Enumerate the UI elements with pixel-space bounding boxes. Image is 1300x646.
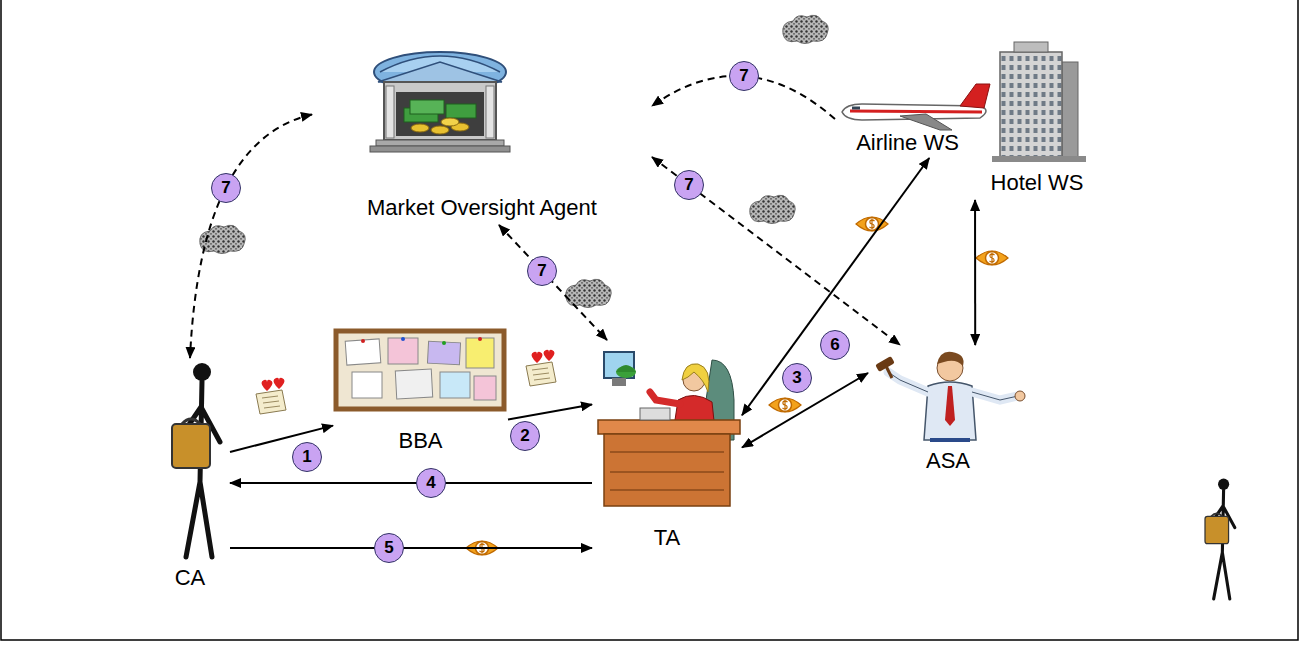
agent-node: CA <box>150 358 230 593</box>
callout-number: 2 <box>510 421 540 451</box>
agent-label: ASA <box>868 448 1028 474</box>
message-dashed-arrow <box>190 115 312 359</box>
callout-number: 4 <box>416 468 446 498</box>
message-dashed-arrow <box>499 225 607 340</box>
callout-number: 7 <box>674 170 704 200</box>
transaction-arrow <box>508 405 592 420</box>
agent-label: Airline WS <box>835 130 980 156</box>
callout-number: 5 <box>374 533 404 563</box>
callout-number: 7 <box>527 256 557 286</box>
agent-node: BBA <box>333 328 508 450</box>
agent-label: BBA <box>333 428 508 454</box>
callout-number: 7 <box>211 173 241 203</box>
message-dashed-arrow <box>652 157 900 345</box>
transaction-arrow <box>230 547 592 549</box>
agent-label: CA <box>150 565 230 591</box>
transaction-arrow <box>230 482 592 484</box>
agent-label: TA <box>592 525 742 551</box>
callout-number: 6 <box>820 330 850 360</box>
transaction-arrow <box>742 158 929 415</box>
callout-number: 3 <box>782 363 812 393</box>
callout-number: 7 <box>729 61 759 91</box>
callout-number: 1 <box>292 442 322 472</box>
agent-node: Market Oversight Agent <box>312 55 652 225</box>
agent-node: Hotel WS <box>962 42 1112 200</box>
agent-node: TA <box>592 340 742 555</box>
agent-label: Market Oversight Agent <box>312 195 652 221</box>
agent-node: Airline WS <box>835 80 980 158</box>
agent-node: ASA <box>868 345 1028 485</box>
agent-label: Hotel WS <box>962 170 1112 196</box>
transaction-arrow <box>974 200 976 345</box>
